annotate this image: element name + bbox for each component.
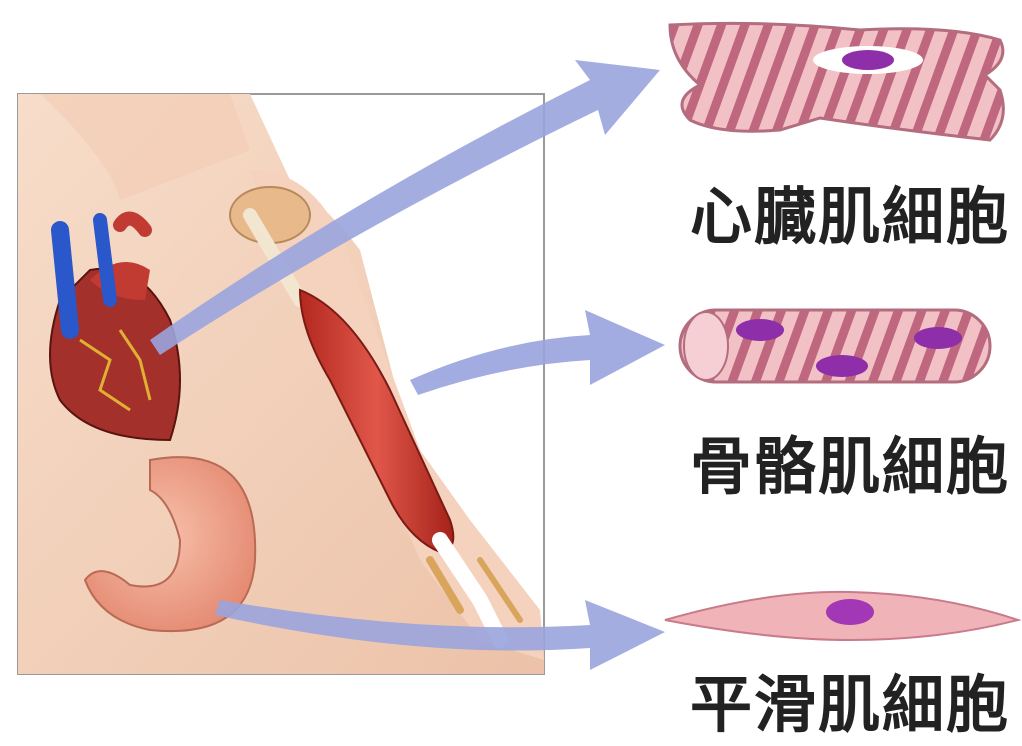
smooth-cell-icon — [665, 592, 1018, 640]
skeletal-cell-icon — [680, 310, 990, 382]
skeletal-cell-label: 骨骼肌細胞 — [690, 436, 1010, 498]
cardiac-cell-icon — [670, 23, 1003, 140]
body-illustration-panel — [18, 94, 544, 674]
smooth-cell-label: 平滑肌細胞 — [690, 674, 1010, 736]
cardiac-cell-label: 心臓肌細胞 — [690, 186, 1010, 248]
